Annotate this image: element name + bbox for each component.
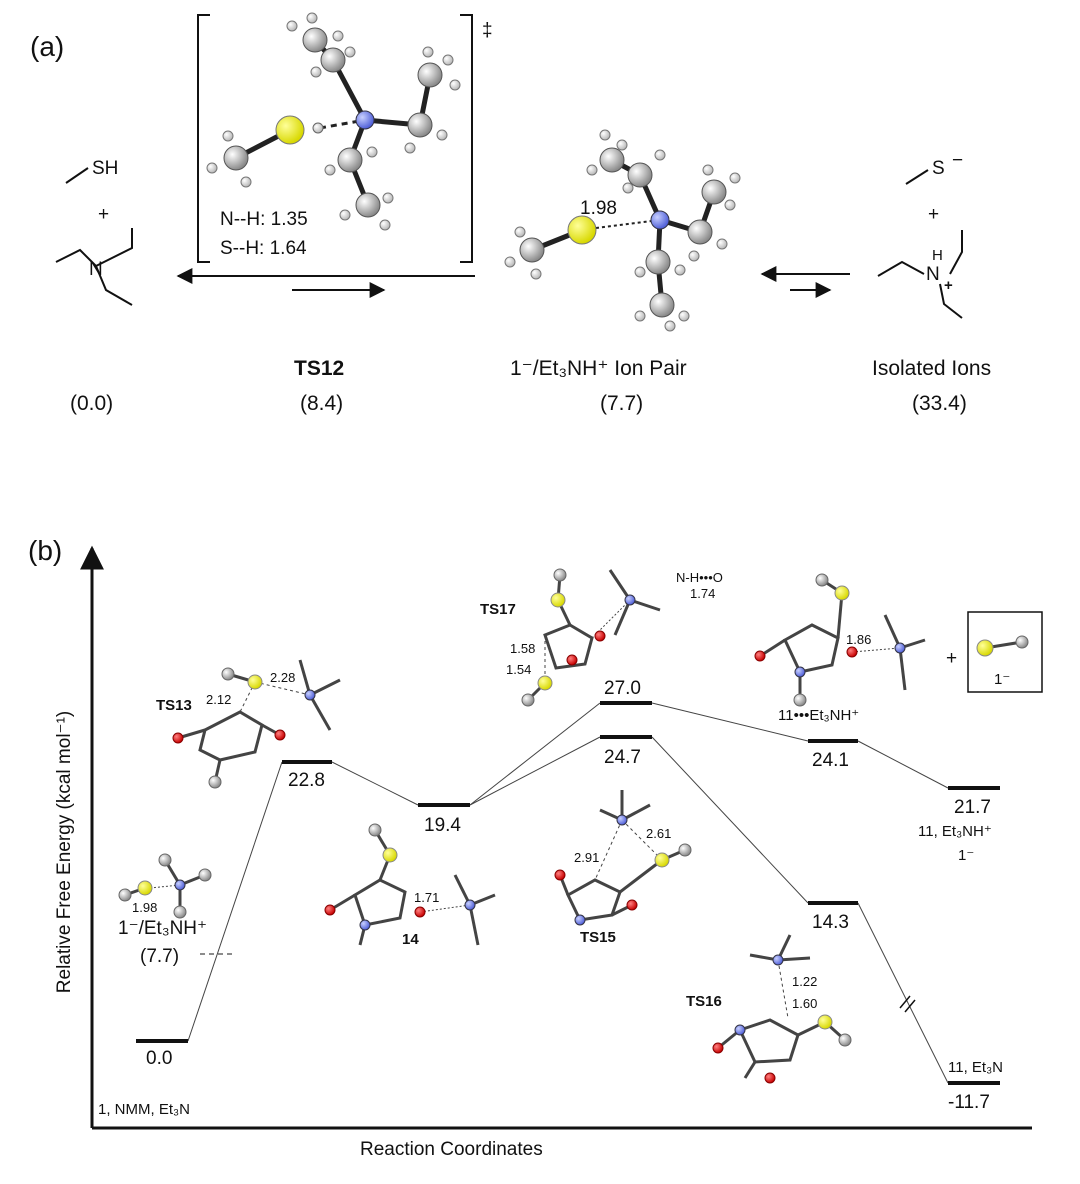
panel-b: (b) Relative Free Energy (kcal mol⁻¹) Re… (28, 535, 1043, 1160)
reactants-structure (55, 167, 133, 306)
reactants-energy: (0.0) (70, 392, 113, 415)
ts12-sh-distance: S--H: 1.64 (220, 238, 307, 259)
value-ts15: 24.7 (604, 747, 641, 768)
value-ts16: 14.3 (812, 912, 849, 933)
ts16-distance-b: 1.60 (792, 996, 817, 1011)
ion-pair-distance: 1.98 (580, 198, 617, 219)
ion-pair-b-molecule (118, 853, 212, 919)
value-14: 19.4 (424, 815, 461, 836)
value-11-ion-pair: 24.1 (812, 750, 849, 771)
product-ion-pair-distance: 1.86 (846, 632, 871, 647)
ion-pair-molecule (504, 129, 741, 332)
panel-b-label: (b) (28, 535, 62, 566)
thiolate-charge: − (952, 150, 963, 171)
ts16-molecule (712, 934, 852, 1084)
ts15-molecule (554, 790, 692, 926)
ts15-distance-a: 2.91 (574, 850, 599, 865)
ts17-distance-a: 1.58 (510, 641, 535, 656)
dagger-symbol: ‡ (482, 20, 493, 41)
caption-start: 1, NMM, Et₃N (98, 1101, 190, 1118)
ammonium-h-label: H (932, 247, 943, 264)
caption-11-separated: 11, Et₃NH⁺ (918, 823, 992, 840)
ts17-hbond-label: N-H•••O (676, 570, 723, 585)
isolated-plus-sign: + (928, 204, 939, 225)
ts17-hbond-distance: 1.74 (690, 586, 715, 601)
ammonium-charge: + (944, 277, 953, 294)
caption-11-ion-pair: 11•••Et₃NH⁺ (778, 707, 859, 724)
ion-pair-b-distance: 1.98 (132, 900, 157, 915)
value-ts13: 22.8 (288, 770, 325, 791)
caption-ts15: TS15 (580, 929, 616, 946)
ts12-molecule (206, 12, 461, 231)
ammonium-n-label: N (926, 264, 940, 285)
panel-a-label: (a) (30, 31, 64, 62)
thiolate-box (967, 611, 1043, 693)
ts12-bracket (197, 14, 473, 263)
thiol-label: SH (92, 158, 118, 179)
thiolate-label: S (932, 158, 945, 179)
intermediate-14-molecule (324, 823, 496, 946)
isolated-ions-structure (877, 169, 963, 319)
ts12-energy: (8.4) (300, 392, 343, 415)
anion-plus-sign: + (946, 648, 957, 669)
value-start: 0.0 (146, 1048, 172, 1069)
ts12-nh-distance: N--H: 1.35 (220, 209, 308, 230)
caption-ts13: TS13 (156, 697, 192, 714)
ts16-distance-a: 1.22 (792, 974, 817, 989)
ts17-molecule (521, 568, 661, 707)
y-axis-label: Relative Free Energy (kcal mol⁻¹) (54, 711, 75, 993)
ts17-distance-b: 1.54 (506, 662, 531, 677)
intermediate-14-distance: 1.71 (414, 890, 439, 905)
ts12-name: TS12 (294, 357, 344, 380)
isolated-ions-energy: (33.4) (912, 392, 967, 415)
isolated-ions-name: Isolated Ions (872, 357, 991, 380)
amine-nitrogen-label: N (89, 259, 103, 280)
value-11-separated: 21.7 (954, 797, 991, 818)
plus-sign: + (98, 204, 109, 225)
caption-14: 14 (402, 931, 419, 948)
ts13-distance-b: 2.28 (270, 670, 295, 685)
axis-break-mark (899, 995, 916, 1013)
caption-end: 11, Et₃N (948, 1059, 1003, 1076)
ion-pair-b-energy: (7.7) (140, 946, 179, 967)
caption-ts16: TS16 (686, 993, 722, 1010)
panel-a: (a) SH + N (0.0) ‡ (30, 12, 991, 415)
ion-pair-name: 1⁻/Et₃NH⁺ Ion Pair (510, 357, 687, 380)
product-ion-pair-molecule (754, 573, 926, 707)
ts13-distance-a: 2.12 (206, 692, 231, 707)
ion-pair-energy: (7.7) (600, 392, 643, 415)
thiolate-box-label: 1⁻ (994, 671, 1010, 688)
pathway-connectors (187, 702, 949, 1084)
ts15-distance-b: 2.61 (646, 826, 671, 841)
caption-ts17: TS17 (480, 601, 516, 618)
x-axis-label: Reaction Coordinates (360, 1139, 543, 1160)
energy-levels (136, 701, 1000, 1085)
ion-pair-b-label: 1⁻/Et₃NH⁺ (118, 918, 207, 939)
caption-thiolate: 1⁻ (958, 847, 974, 864)
value-ts17: 27.0 (604, 678, 641, 699)
value-end: -11.7 (948, 1092, 990, 1113)
ts13-molecule (172, 659, 341, 789)
